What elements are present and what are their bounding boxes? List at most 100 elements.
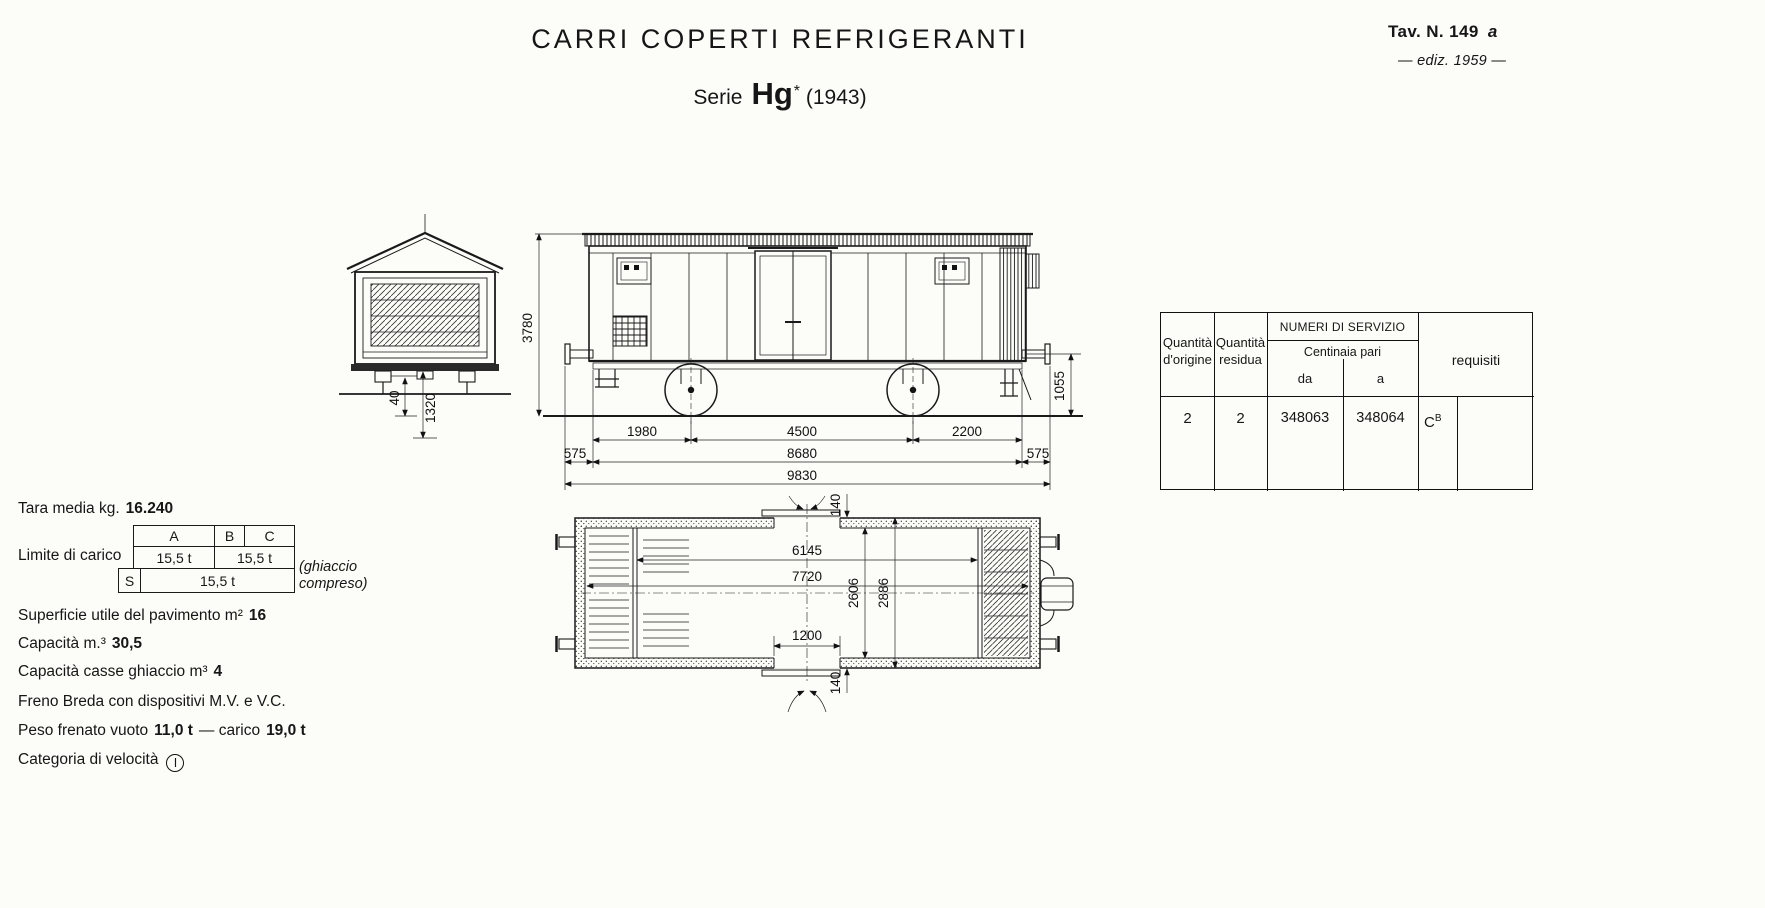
table-divider <box>1418 313 1419 491</box>
header-quantita-origine-1: Quantità <box>1162 335 1213 350</box>
ice-hatch-right <box>934 257 970 285</box>
value-numero-a: 348064 <box>1356 410 1405 426</box>
brake-mechanism <box>1040 577 1074 611</box>
spec-peso-frenato: Peso frenato vuoto 11,0 t — carico 19,0 t <box>18 722 306 740</box>
load-value-ab: 15,5 t <box>133 546 215 569</box>
categoria-label: Categoria di velocità <box>18 751 159 768</box>
table-divider <box>1214 313 1215 491</box>
load-col-a: A <box>133 525 215 547</box>
load-s-value: 15,5 t <box>140 568 295 593</box>
dim-wheelbase: 4500 <box>787 424 817 439</box>
requisito-sup: B <box>1434 413 1442 424</box>
plan-view-dimension-labels: 6145 7720 2606 2886 140 140 1200 <box>792 494 891 695</box>
end-view-body <box>339 214 511 395</box>
dim-overhang-left: 575 <box>564 446 587 461</box>
plan-view-body <box>555 504 1074 682</box>
spec-freno: Freno Breda con dispositivi M.V. e V.C. <box>18 693 286 710</box>
dim-door-width: 1200 <box>792 628 822 643</box>
dim-axle-right: 2200 <box>952 424 982 439</box>
load-note-line2: compreso) <box>299 576 368 592</box>
brake-gear <box>1000 369 1018 397</box>
peso-carico-label: — carico <box>198 722 261 739</box>
series-label: Serie <box>693 86 743 109</box>
tara-label: Tara media kg. <box>18 500 120 517</box>
table-divider-requisiti <box>1457 396 1458 491</box>
end-view-dimension-lines <box>391 371 437 439</box>
value-requisito: CB <box>1424 411 1464 430</box>
dim-total-length: 9830 <box>787 468 817 483</box>
spec-casse-ghiaccio: Capacità casse ghiaccio m³ 4 <box>18 663 222 681</box>
spec-tara: Tara media kg. 16.240 <box>18 500 173 518</box>
value-quantita-residua: 2 <box>1236 410 1245 427</box>
dim-wall-bottom: 140 <box>828 672 843 695</box>
peso-vuoto-value: 11,0 t <box>154 722 193 739</box>
dim-overhang-right: 575 <box>1027 446 1050 461</box>
dim-inner-length: 6145 <box>792 543 822 558</box>
value-numero-da: 348063 <box>1280 410 1330 426</box>
table-divider-da-a <box>1343 359 1344 491</box>
side-view-dimension-labels: 1980 4500 2200 575 8680 575 9830 3780 10… <box>520 313 1067 483</box>
load-s-label: S <box>118 568 141 593</box>
dim-height-total: 3780 <box>520 313 535 343</box>
side-view-dimension-lines <box>535 233 1081 490</box>
load-col-c: C <box>244 525 295 547</box>
service-numbers-table: Quantità d'origine Quantità residua NUME… <box>1160 312 1534 491</box>
header-requisiti: requisiti <box>1451 352 1501 368</box>
page-title: CARRI COPERTI REFRIGERANTI <box>531 24 1029 54</box>
title-block: CARRI COPERTI REFRIGERANTI <box>430 24 1130 55</box>
table-header-rule <box>1161 396 1534 397</box>
dim-wall-top: 140 <box>828 494 843 517</box>
load-note: (ghiaccio compreso) <box>299 559 368 593</box>
peso-label: Peso frenato vuoto <box>18 722 149 739</box>
dim-outer-width: 2886 <box>876 578 891 608</box>
end-view-drawing: 40 1320 <box>339 214 511 439</box>
dim-buffer-height: 1055 <box>1052 371 1067 401</box>
header-quantita-residua-2: residua <box>1219 352 1262 367</box>
load-col-b: B <box>214 525 245 547</box>
header-numeri-di-servizio: NUMERI DI SERVIZIO <box>1279 320 1406 334</box>
steps <box>595 369 619 388</box>
plate-number-main: Tav. N. 149 <box>1388 22 1479 41</box>
dim-inner-width: 2606 <box>846 578 861 608</box>
tara-value: 16.240 <box>125 500 174 517</box>
header-quantita-residua-1: Quantità <box>1215 335 1266 350</box>
spec-categoria: Categoria di velocità I <box>18 751 185 772</box>
ice-hatch-left <box>616 257 652 285</box>
plate-number-suffix: a <box>1487 22 1498 41</box>
buffer-left <box>564 343 571 365</box>
dim-end-1320: 1320 <box>423 393 438 423</box>
series-name: Hg <box>751 76 793 111</box>
header-a: a <box>1376 371 1385 386</box>
dim-axle-left: 1980 <box>627 424 657 439</box>
casse-label: Capacità casse ghiaccio m³ <box>18 663 208 680</box>
dim-end-40: 40 <box>387 390 402 405</box>
plan-view-dimension-lines <box>586 494 1029 713</box>
edition-label: — ediz. 1959 — <box>1398 53 1507 69</box>
table-divider <box>1267 313 1268 491</box>
capacita-value: 30,5 <box>111 635 143 652</box>
header-da: da <box>1297 371 1313 386</box>
casse-value: 4 <box>213 663 223 680</box>
side-view-body <box>543 232 1083 417</box>
side-elevation-drawing: 1980 4500 2200 575 8680 575 9830 3780 10… <box>520 232 1083 490</box>
spec-capacita: Capacità m.³ 30,5 <box>18 635 142 653</box>
load-limit-table: A B C 15,5 t 15,5 t S 15,5 t (ghiaccio c… <box>118 525 378 603</box>
spec-limite-label: Limite di carico <box>18 547 122 564</box>
header-centinaia-pari: Centinaia pari <box>1303 345 1382 359</box>
dim-frame-length: 8680 <box>787 446 817 461</box>
load-value-c: 15,5 t <box>214 546 295 569</box>
plan-buffers <box>555 534 1060 652</box>
plate-number: Tav. N. 149 a <box>1388 22 1498 42</box>
end-vent-panel <box>999 247 1027 362</box>
categoria-speed-badge: I <box>166 754 185 772</box>
door-leaf-top <box>761 509 841 517</box>
capacita-label: Capacità m.³ <box>18 635 106 652</box>
value-quantita-origine: 2 <box>1183 410 1192 427</box>
table-numeri-rule <box>1267 340 1418 341</box>
load-note-line1: (ghiaccio <box>299 559 358 575</box>
vent-grid <box>612 315 648 347</box>
peso-carico-value: 19,0 t <box>266 722 306 739</box>
